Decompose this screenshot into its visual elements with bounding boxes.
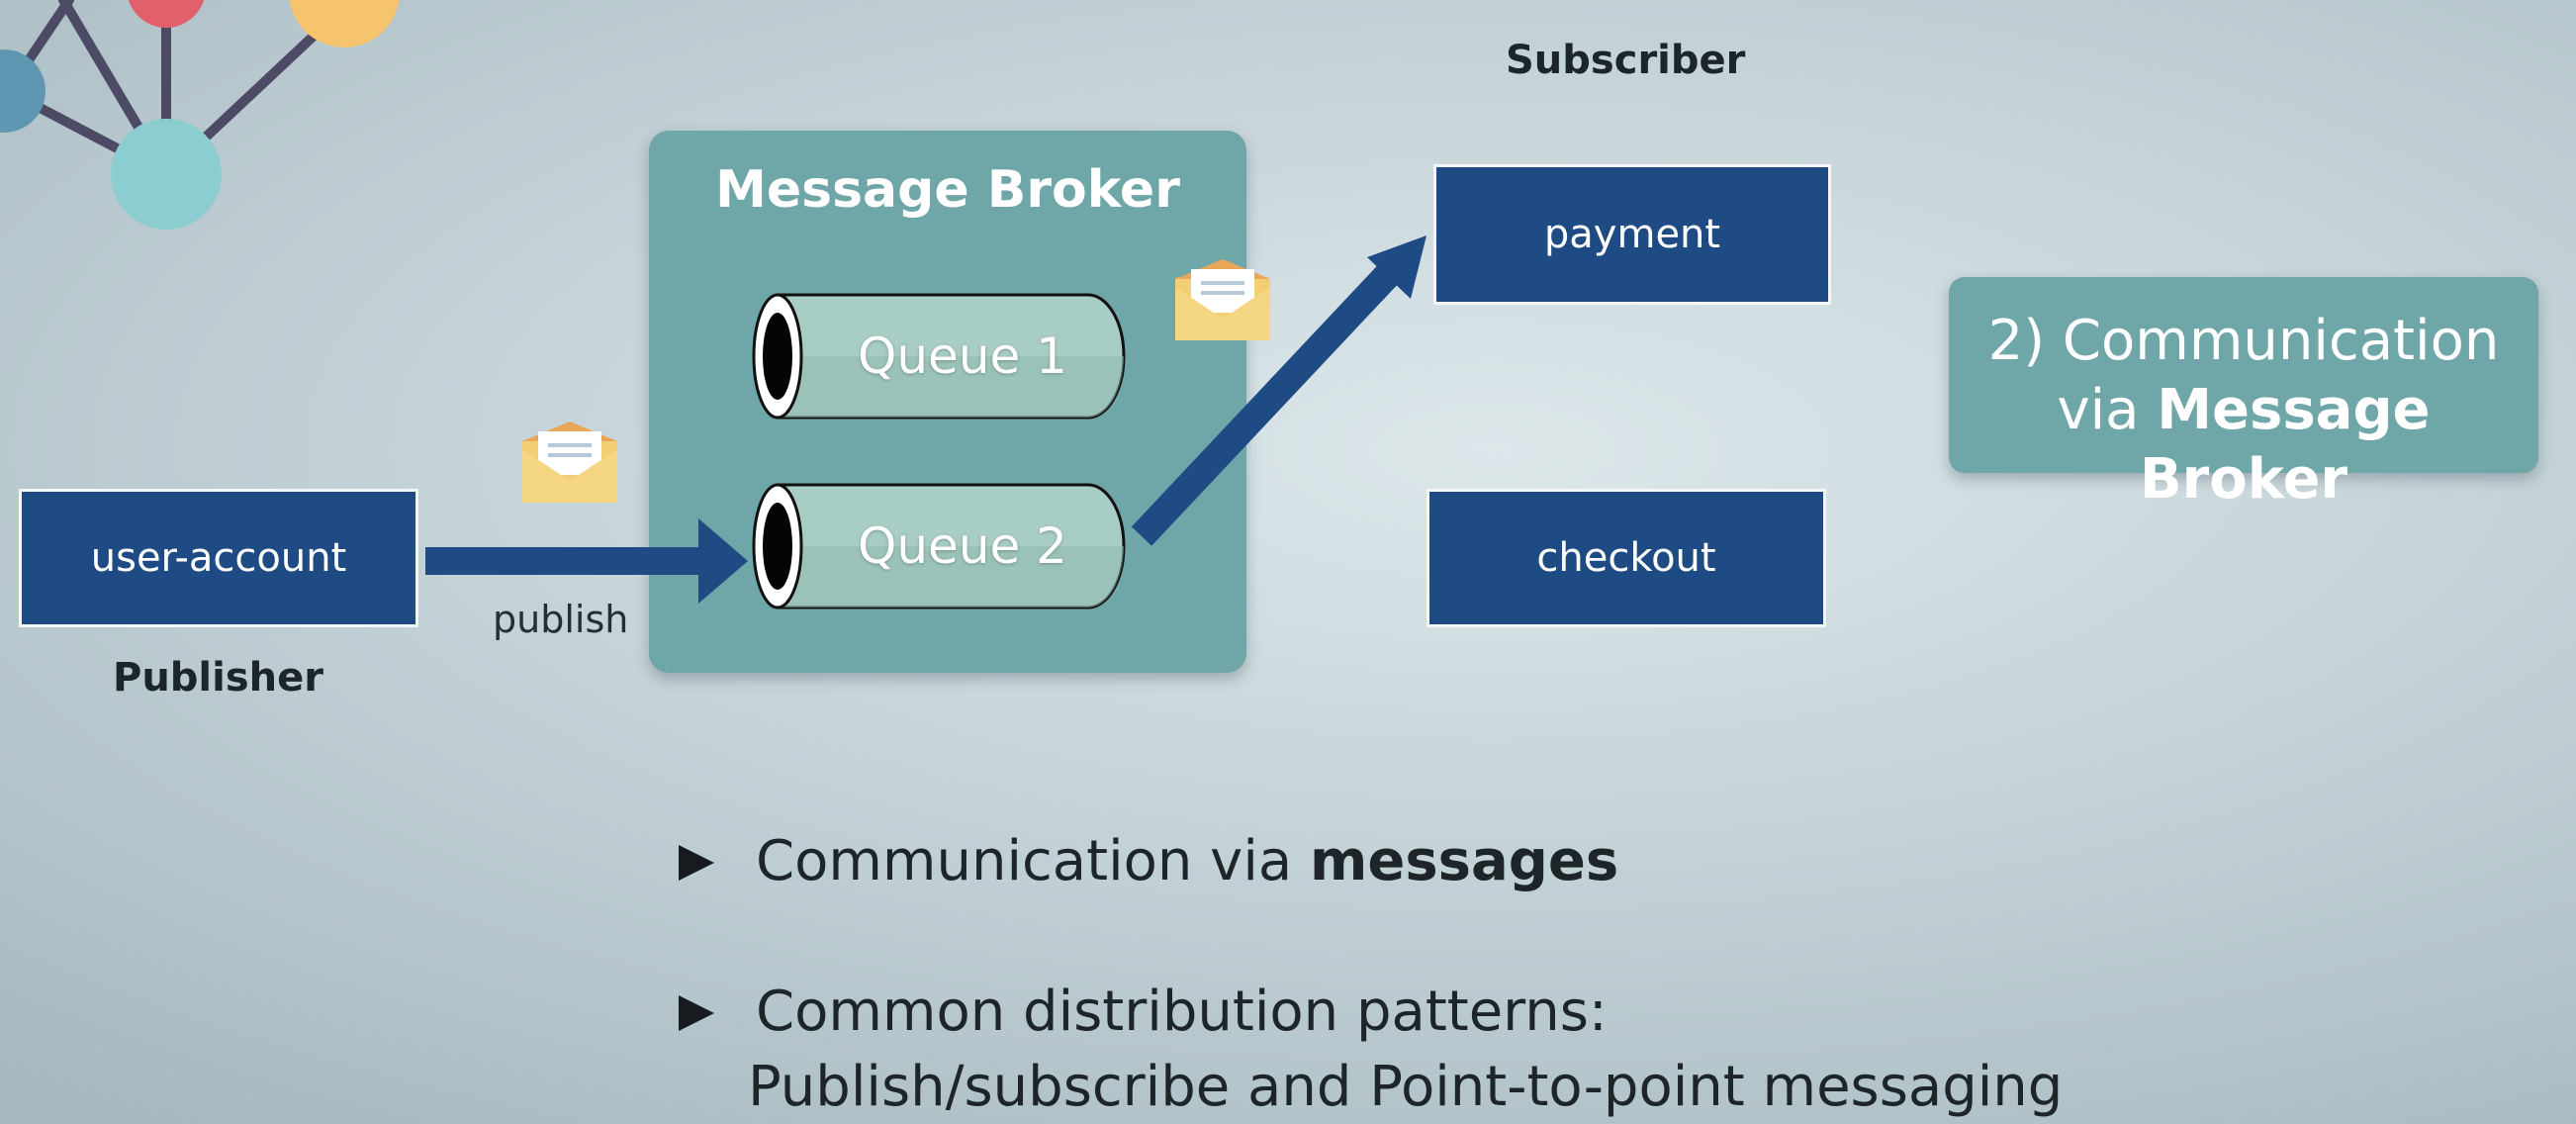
payment-label: payment [1543, 212, 1721, 257]
message-broker-panel: Message Broker Queue 1 Queue 2 [649, 131, 1246, 673]
envelope-icon [1175, 259, 1270, 340]
queue-cylinder-icon [752, 483, 1126, 609]
queue-2-label: Queue 2 [858, 517, 1067, 575]
checkout-label: checkout [1536, 535, 1716, 581]
envelope-icon [522, 422, 617, 503]
queue-1: Queue 1 [752, 293, 1126, 420]
checkout-service-box: checkout [1426, 489, 1826, 627]
network-graph-decoration [0, 0, 400, 230]
user-account-label: user-account [90, 535, 347, 581]
bullet-1-prefix: Communication via [756, 829, 1310, 893]
subscriber-caption: Subscriber [1506, 38, 1746, 83]
callout-line-2-bold: Message Broker [2139, 378, 2431, 512]
callout-line-2-prefix: via [2057, 378, 2158, 442]
triangle-bullet-icon [679, 995, 714, 1031]
section-callout: 2) Communication via Message Broker [1949, 277, 2538, 512]
payment-service-box: payment [1433, 164, 1831, 305]
queue-2: Queue 2 [752, 483, 1126, 609]
bullet-item-2: Common distribution patterns: [679, 978, 2063, 1047]
queue-cylinder-icon [752, 293, 1126, 420]
subscribe-arrow [1131, 235, 1426, 546]
bullet-2-prefix: Common distribution patterns: [756, 980, 1608, 1044]
publish-label: publish [493, 598, 629, 641]
triangle-bullet-icon [679, 845, 714, 881]
user-account-service-box: user-account [19, 489, 418, 627]
callout-line-2: via Message Broker [1949, 376, 2538, 515]
message-broker-title: Message Broker [715, 160, 1180, 220]
publish-arrow [425, 518, 748, 604]
bullet-list: Communication via messages Common distri… [679, 827, 2063, 1122]
bullet-item-1: Communication via messages [679, 827, 2063, 896]
publisher-caption: Publisher [113, 655, 323, 701]
bullet-2-subtext: Publish/subscribe and Point-to-point mes… [748, 1055, 2064, 1119]
callout-line-1: 2) Communication [1987, 309, 2500, 373]
queue-1-label: Queue 1 [858, 328, 1067, 385]
bullet-1-bold: messages [1310, 829, 1619, 893]
